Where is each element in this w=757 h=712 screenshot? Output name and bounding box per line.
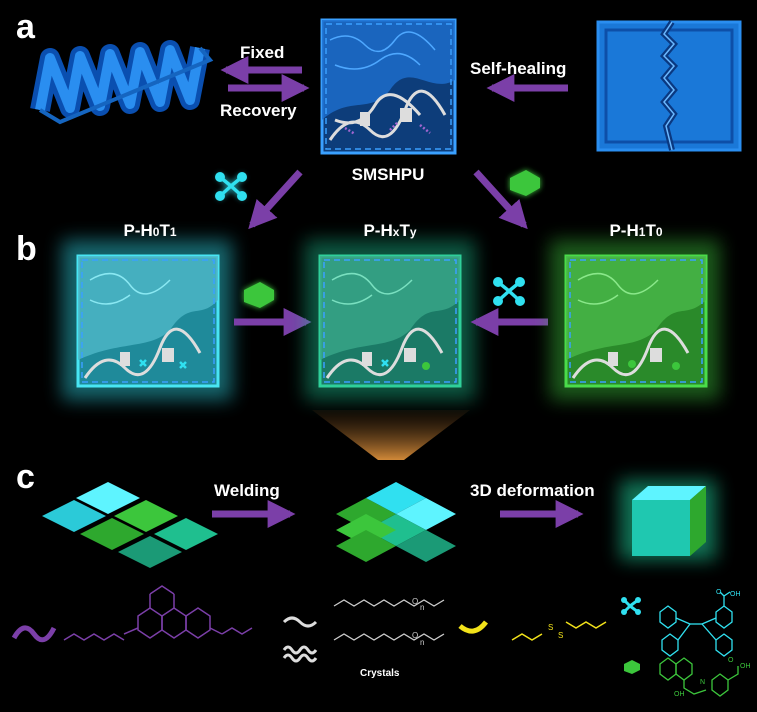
legend-hard-segment-icon	[11, 625, 57, 643]
sal-molecule-icon	[244, 282, 274, 308]
panel-letter-c: c	[16, 458, 35, 496]
chem-n-2: n	[420, 638, 424, 647]
welded-sheet-icon	[336, 482, 456, 562]
tpe-molecule-icon	[493, 277, 525, 306]
corrugated-shape-icon	[30, 40, 214, 125]
legend-soft-segment-icon	[282, 616, 318, 628]
panel-letter-b: b	[16, 230, 37, 268]
legend-disulfide-icon	[458, 620, 488, 634]
chem-n-1: n	[420, 603, 424, 612]
chem-oh-tpe: OH	[730, 591, 741, 598]
label-crystals: Crystals	[360, 668, 400, 679]
arrow-to-sal-sample	[473, 169, 528, 230]
label-self-healing: Self-healing	[470, 59, 566, 78]
chem-s-1: S	[548, 623, 553, 632]
legend-crystal-icon	[282, 645, 318, 663]
legend-sal-icon	[624, 660, 640, 674]
chem-oh-sal: OH	[740, 663, 751, 670]
arrow-to-tpe-sample	[248, 169, 303, 230]
chem-o-1: O	[412, 597, 418, 606]
chem-oh-sal-left: OH	[674, 691, 685, 698]
label-fixed: Fixed	[240, 43, 284, 62]
chem-s-2: S	[558, 631, 563, 640]
folded-cube-icon	[620, 480, 716, 560]
tpe-structure	[659, 591, 733, 657]
chem-n-sal: N	[700, 679, 705, 686]
sample-label-tpe: P-H0T1	[123, 221, 176, 240]
hard-segment-structure	[63, 585, 253, 641]
smshpu-network-icon	[320, 18, 457, 155]
chem-o-2: O	[412, 631, 418, 640]
sample-label-mixed: P-HxTy	[363, 221, 416, 240]
healed-block-icon	[596, 20, 742, 152]
panel-letter-a: a	[16, 8, 36, 46]
separate-tiles-icon	[42, 482, 218, 568]
sample-sal-block	[550, 240, 720, 400]
soft-segment-structure	[333, 599, 445, 641]
label-recovery: Recovery	[220, 101, 297, 120]
legend-tpe-icon	[621, 597, 641, 615]
label-welding: Welding	[214, 481, 280, 500]
sample-mixed-block	[305, 240, 475, 400]
chem-o-tpe: O	[716, 589, 722, 596]
sample-tpe-block	[62, 240, 232, 400]
sample-label-sal: P-H1T0	[609, 221, 662, 240]
label-3d-deformation: 3D deformation	[470, 481, 595, 500]
sal-structure	[659, 657, 739, 697]
sal-molecule-icon	[510, 170, 540, 196]
disulfide-structure	[511, 621, 607, 641]
label-smshpu: SMSHPU	[352, 165, 425, 184]
funnel-arrow-icon	[312, 410, 470, 460]
tpe-molecule-icon	[215, 172, 247, 201]
chem-o-sal: O	[728, 657, 734, 664]
